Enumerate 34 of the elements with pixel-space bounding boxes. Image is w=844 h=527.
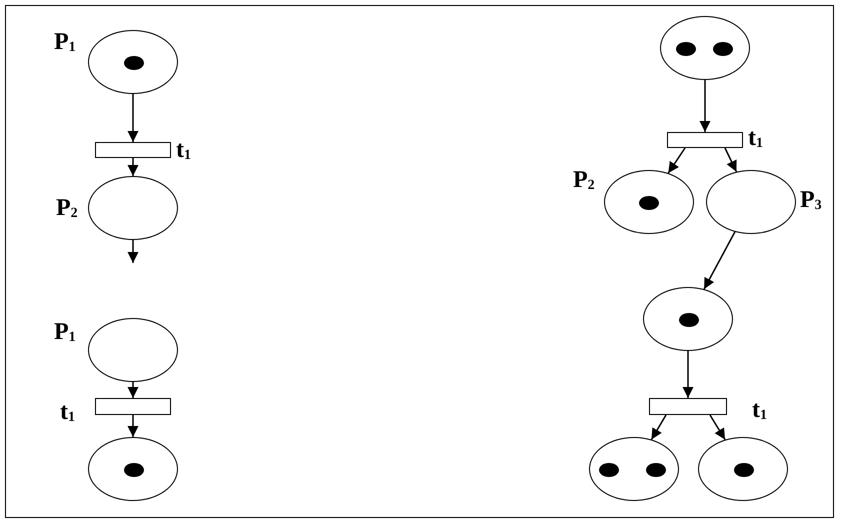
transition-bar <box>649 398 727 415</box>
token-dot <box>734 463 754 477</box>
token-dot <box>599 463 619 477</box>
place-label: t$_{1}$ <box>752 398 767 423</box>
place-label: P$_{2}$ <box>56 196 78 221</box>
arrow <box>128 94 138 142</box>
place-label: P$_{1}$ <box>54 320 76 345</box>
arrow <box>724 148 738 172</box>
arrow <box>128 415 138 437</box>
token-dot <box>124 463 144 477</box>
transition-bar <box>667 132 743 148</box>
token-dot <box>646 463 666 477</box>
arrow <box>668 148 686 174</box>
place-label: P$_{2}$ <box>573 168 595 193</box>
token-dot <box>639 196 659 210</box>
token-dot <box>713 42 733 56</box>
token-dot <box>124 56 144 70</box>
arrow <box>709 414 726 440</box>
arrow <box>650 414 667 440</box>
place-label: P$_{1}$ <box>54 30 76 55</box>
transition-bar <box>95 142 171 158</box>
transition-bar <box>95 398 171 415</box>
arrow <box>128 158 138 176</box>
arrow <box>700 80 710 132</box>
place-label: t$_{1}$ <box>60 400 75 425</box>
place-label: t$_{1}$ <box>176 138 191 163</box>
place-label: t$_{1}$ <box>748 126 763 151</box>
token-dot <box>679 313 699 327</box>
arrow <box>128 240 138 263</box>
arrow <box>682 351 694 398</box>
arrow <box>703 232 736 290</box>
arrow <box>128 382 138 398</box>
token-dot <box>676 42 696 56</box>
place-label: P$_{3}$ <box>800 188 822 213</box>
